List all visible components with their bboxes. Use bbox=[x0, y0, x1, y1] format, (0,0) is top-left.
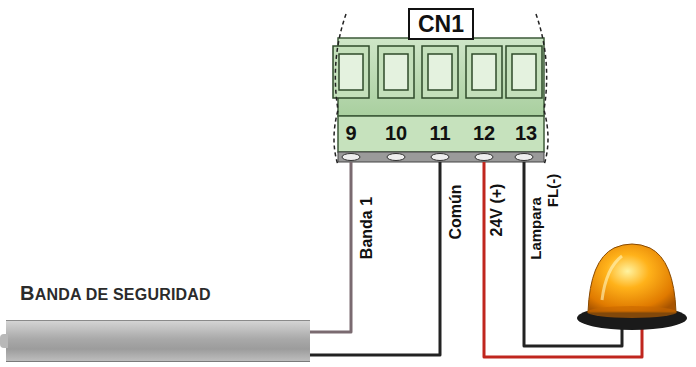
wire bbox=[310, 162, 351, 332]
terminal-number: 11 bbox=[430, 123, 451, 143]
signal-name: Común bbox=[447, 184, 463, 239]
signal-name: Banda 1 bbox=[359, 197, 375, 259]
terminal-well bbox=[422, 46, 458, 98]
signal-name: FL(-) bbox=[545, 173, 560, 206]
terminal-well bbox=[466, 46, 502, 98]
terminal-hole bbox=[342, 154, 360, 161]
terminal-well bbox=[378, 46, 414, 98]
terminal-hole bbox=[387, 154, 405, 161]
terminal-number: 13 bbox=[515, 123, 537, 143]
terminal-number: 9 bbox=[346, 123, 357, 143]
band-profile bbox=[6, 320, 310, 362]
band-end-cap bbox=[0, 334, 8, 348]
terminal-opening bbox=[339, 54, 363, 90]
wire bbox=[310, 162, 440, 355]
signal-name: Lampara bbox=[527, 197, 542, 260]
terminal-opening bbox=[472, 54, 496, 90]
terminal-hole bbox=[515, 154, 533, 161]
terminal-opening bbox=[512, 54, 536, 90]
terminal-well bbox=[333, 46, 369, 98]
terminal-opening bbox=[384, 54, 408, 90]
terminal-well bbox=[506, 46, 542, 98]
terminal-hole bbox=[431, 154, 449, 161]
signal-name: 24V (+) bbox=[489, 184, 505, 237]
part-heading: BANDA DE SEGURIDAD bbox=[20, 282, 310, 305]
terminal-opening bbox=[428, 54, 452, 90]
terminal-number: 10 bbox=[385, 123, 407, 143]
terminal-number: 12 bbox=[473, 123, 495, 143]
flashing-lamp bbox=[577, 244, 687, 330]
safety-band: BANDA DE SEGURIDAD bbox=[0, 282, 310, 363]
terminal-hole bbox=[475, 154, 493, 161]
connector-name: CN1 bbox=[408, 8, 474, 40]
